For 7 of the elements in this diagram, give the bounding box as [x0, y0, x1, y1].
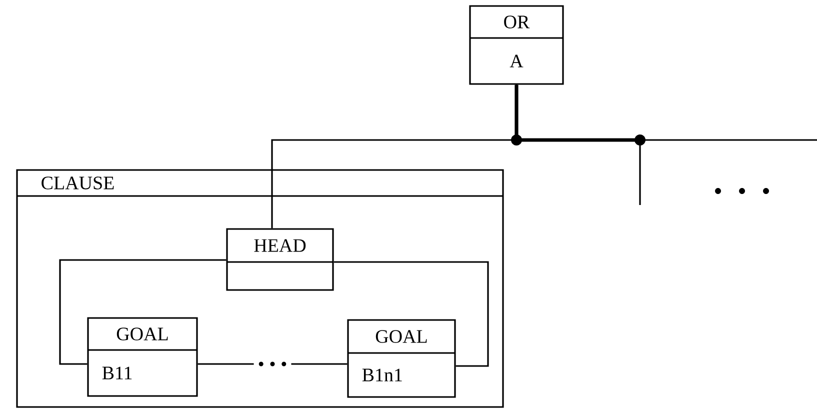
connector-line	[334, 261, 489, 367]
or-box: OR A	[469, 5, 564, 85]
goal-box: GOAL B1n1	[347, 319, 456, 398]
edge-label: • • •	[254, 358, 292, 374]
connector-line	[59, 259, 226, 365]
goal-box: GOAL B11	[87, 317, 198, 397]
head-box: HEAD	[226, 228, 334, 291]
